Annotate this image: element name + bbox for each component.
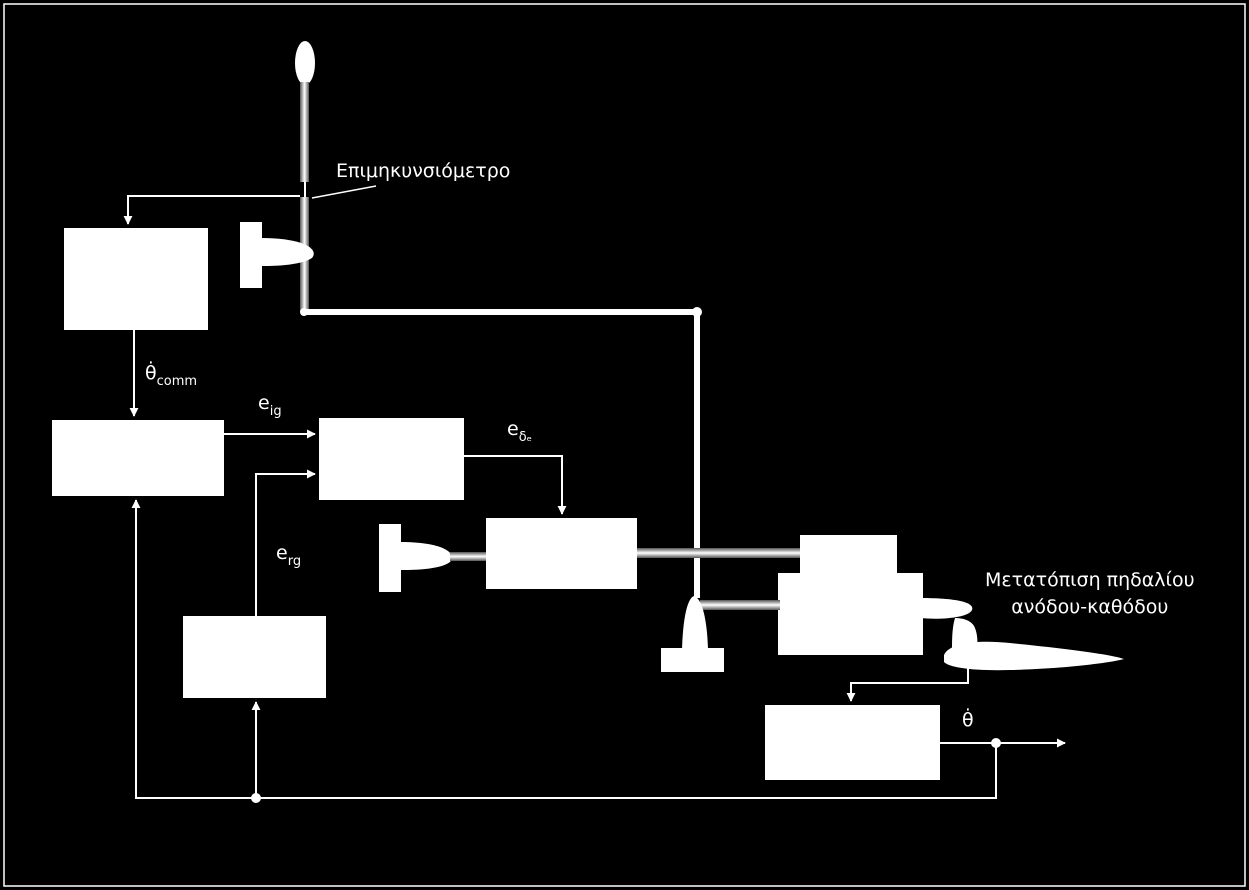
- theta-dot-comm-subscript: comm: [156, 374, 198, 389]
- theta-dot-comm-symbol: θ̇: [145, 362, 157, 384]
- frame-border: [3, 3, 1246, 887]
- theta-dot-comm-label: θ̇comm: [145, 362, 198, 389]
- e-ig-symbol: e: [258, 392, 270, 414]
- rate-gyro-block: [183, 616, 326, 698]
- gyro-to-amplifier-line: [255, 469, 316, 616]
- e-delta-subscript: δₑ: [518, 430, 533, 445]
- e-ig-subscript: ig: [269, 404, 282, 419]
- stick-knob: [295, 41, 315, 85]
- e-delta-label: eδₑ: [507, 418, 533, 445]
- e-rg-subscript: rg: [287, 554, 302, 569]
- e-ig-label: eig: [258, 392, 282, 419]
- elevator-displacement-label-line1: Μετατόπιση πηδαλίου: [985, 569, 1195, 591]
- summing-block: [52, 420, 224, 496]
- aircraft-dynamics-block: [765, 705, 940, 780]
- servo-block: [486, 518, 637, 589]
- linkage-joint: [692, 307, 702, 317]
- elevator-surface: [944, 641, 1124, 671]
- servo-damper: [379, 524, 452, 592]
- feedback-line: [131, 499, 997, 799]
- elevator-to-dynamics-line: [846, 668, 969, 702]
- linkage-rod-to-actuator: [700, 600, 780, 610]
- stick-rod: [300, 82, 309, 182]
- potentiometer-signal-line: [123, 195, 300, 225]
- linkage-bellcrank: [682, 596, 708, 650]
- amplifier-to-servo-line: [464, 455, 567, 515]
- elevator-displacement-label: Μετατόπιση πηδαλίου ανόδου-καθόδου: [985, 571, 1195, 617]
- control-stick: [295, 41, 315, 312]
- theta-dot-output-label: θ̇: [962, 709, 974, 731]
- potentiometer-leader: [311, 185, 377, 199]
- e-rg-symbol: e: [276, 542, 288, 564]
- elevator-displacement-label-line2: ανόδου-καθόδου: [1011, 596, 1169, 618]
- amplifier-block: [319, 418, 464, 500]
- servo-rod-left: [450, 552, 486, 561]
- command-block: [64, 228, 208, 330]
- potentiometer-label: Επιμηκυνσιόμετρο: [336, 160, 511, 182]
- e-delta-symbol: e: [507, 418, 519, 440]
- servo-rod-right: [637, 548, 802, 558]
- actuator-output-horn: [920, 598, 973, 619]
- e-rg-label: erg: [276, 542, 302, 569]
- linkage-ground: [661, 648, 724, 672]
- power-actuator: [778, 535, 923, 655]
- elevator-horn: [952, 618, 978, 650]
- stick-damper: [240, 222, 314, 288]
- linkage-joint-start: [300, 308, 308, 316]
